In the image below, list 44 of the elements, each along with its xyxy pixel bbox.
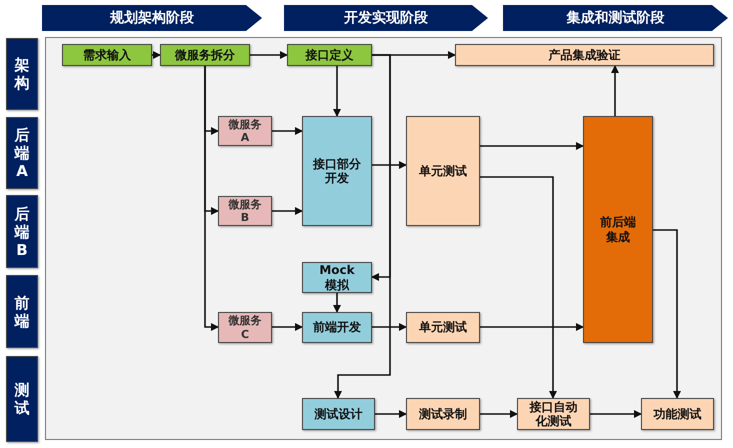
arrow: [204, 66, 219, 331]
process-box: 接口自动化测试: [517, 398, 590, 430]
process-box: Mock模拟: [302, 262, 372, 293]
process-box: 测试设计: [302, 398, 375, 430]
arrow: [333, 66, 341, 117]
arrow: [272, 127, 303, 135]
lane-label: 后端B: [6, 195, 38, 268]
arrow: [653, 229, 681, 399]
process-box: 产品集成验证: [455, 44, 714, 66]
arrow: [372, 161, 407, 169]
arrow: [152, 51, 161, 59]
arrow: [250, 51, 288, 59]
process-box: 接口部分开发: [302, 116, 372, 226]
process-box: 前端开发: [302, 312, 372, 343]
phase-banner: 规划架构阶段: [42, 5, 262, 31]
arrow: [333, 293, 341, 313]
phase-banner: 集成和测试阶段: [503, 5, 728, 31]
process-box: 微服务拆分: [160, 44, 250, 66]
phase-banner: 开发实现阶段: [284, 5, 488, 31]
arrow: [372, 323, 407, 331]
process-box: 单元测试: [406, 312, 480, 343]
arrow: [272, 323, 303, 331]
lane-label: 后端A: [6, 117, 38, 189]
lane-label: 架构: [6, 38, 38, 110]
process-box: 微服务C: [218, 312, 272, 343]
arrow: [375, 410, 407, 418]
process-box: 需求输入: [62, 44, 152, 66]
arrow: [480, 142, 584, 150]
process-box: 单元测试: [406, 116, 480, 226]
process-box: 接口定义: [287, 44, 372, 66]
arrow: [611, 65, 619, 116]
process-box: 测试录制: [406, 398, 480, 430]
process-box: 功能测试: [641, 398, 714, 430]
arrow: [480, 176, 557, 399]
process-box: 前后端集成: [583, 116, 653, 343]
arrow: [590, 410, 642, 418]
process-box: 微服务A: [218, 116, 272, 146]
arrow: [272, 207, 303, 215]
arrow: [480, 323, 584, 331]
lane-label: 前端: [6, 275, 38, 348]
arrow: [480, 410, 518, 418]
process-box: 微服务B: [218, 196, 272, 226]
lane-label: 测试: [6, 356, 38, 442]
arrow: [334, 54, 391, 399]
